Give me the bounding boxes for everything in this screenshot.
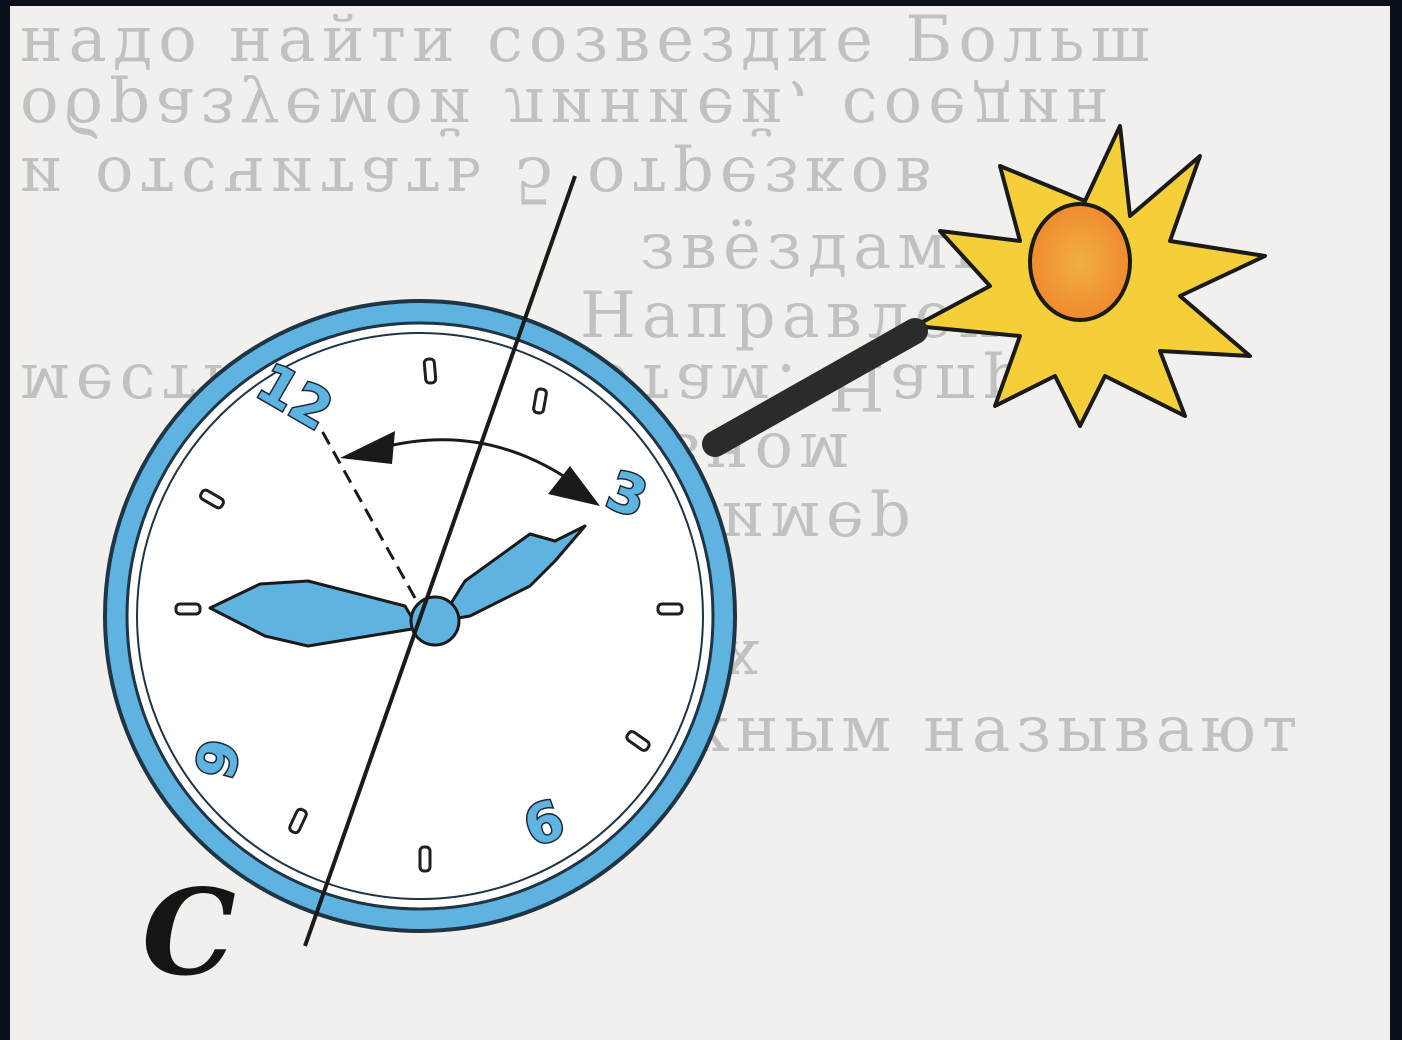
direction-letter: С — [142, 863, 236, 1002]
tick-11 — [424, 359, 436, 384]
sun-icon — [915, 126, 1265, 426]
tick-6b — [420, 847, 430, 871]
sun-core — [1030, 204, 1130, 320]
sun-ray-bar — [715, 331, 915, 444]
book-page: надо найти созвездие Больш образуемой ли… — [10, 6, 1390, 1040]
clock-compass-diagram: 12 3 6 9 С — [10, 6, 1390, 1040]
tick-8 — [176, 604, 200, 614]
tick-1 — [533, 388, 547, 413]
tick-4 — [658, 604, 682, 614]
